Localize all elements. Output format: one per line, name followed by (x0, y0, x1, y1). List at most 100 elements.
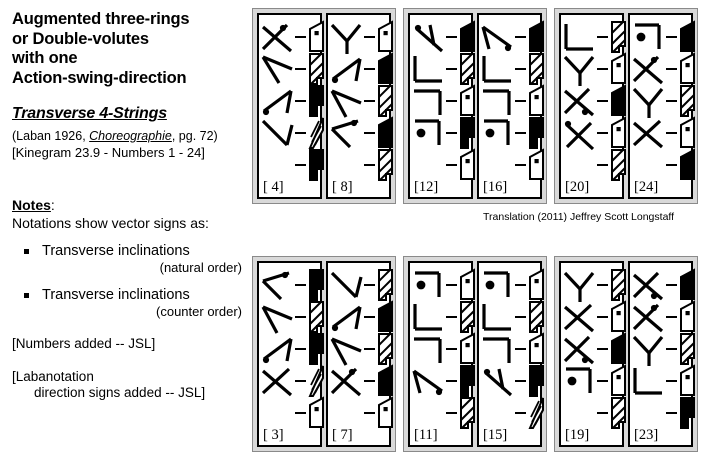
labanotation-direction-sign (377, 332, 394, 366)
notation-panel[interactable]: [ 7] (326, 261, 394, 447)
citation-source: Choreographie (89, 129, 172, 143)
connector-dash (666, 36, 677, 38)
notation-panel[interactable]: [23] (628, 261, 696, 447)
panel-number-label: [ 4] (263, 179, 284, 195)
panel-number-label: [15] (483, 427, 508, 443)
vector-sign (330, 53, 364, 87)
labanotation-direction-sign (679, 300, 696, 334)
connector-dash (364, 164, 375, 166)
labanotation-direction-sign (377, 396, 394, 430)
labanotation-direction-sign (459, 268, 476, 302)
connector-dash (446, 164, 457, 166)
bullet-square-icon (24, 249, 29, 254)
labanotation-direction-sign (377, 300, 394, 334)
notation-panel[interactable]: [20] (559, 13, 626, 199)
labanotation-direction-sign (377, 148, 394, 182)
panel-number-label: [19] (565, 427, 590, 443)
connector-dash (295, 412, 306, 414)
labanotation-direction-sign (308, 52, 325, 86)
panel-number-label: [ 3] (263, 427, 284, 443)
labanotation-direction-sign (528, 396, 545, 430)
connector-dash (364, 36, 375, 38)
connector-dash (515, 316, 526, 318)
connector-dash (515, 100, 526, 102)
panel-number-label: [20] (565, 179, 590, 195)
connector-dash (597, 132, 608, 134)
notation-panel[interactable]: [24] (628, 13, 696, 199)
vector-sign (330, 85, 364, 119)
vector-sign (563, 365, 597, 399)
kinegram-line: [Kinegram 23.9 - Numbers 1 - 24] (12, 145, 205, 160)
panel-number-label: [11] (414, 427, 438, 443)
notation-panel[interactable]: [19] (559, 261, 627, 447)
labanotation-direction-sign (308, 396, 325, 430)
vector-sign (261, 301, 295, 335)
connector-dash (515, 380, 526, 382)
notation-panel[interactable]: [ 8] (326, 13, 394, 199)
labanotation-direction-sign (377, 52, 394, 86)
vector-sign (261, 53, 295, 87)
vector-sign (412, 117, 446, 151)
notation-panel[interactable]: [ 4] (257, 13, 325, 199)
subtitle: Transverse 4-Strings (12, 105, 167, 122)
vector-sign (330, 21, 364, 55)
labanotation-direction-sign (377, 20, 394, 54)
connector-dash (295, 380, 306, 382)
labanotation-direction-sign (528, 364, 545, 398)
vector-sign (481, 21, 515, 55)
list-item: Transverse inclinations (counter order) (12, 287, 248, 319)
notes-bullet-list: Transverse inclinations (natural order) … (12, 243, 248, 319)
panel-number-label: [23] (634, 427, 659, 443)
notation-panel[interactable]: [12] (408, 13, 476, 199)
labanotation-direction-sign (459, 116, 476, 150)
labanotation-direction-sign (610, 332, 627, 366)
tail-note-laban-line1: [Labanotation (12, 369, 94, 384)
vector-sign (632, 365, 666, 399)
bullet-square-icon (24, 293, 29, 298)
labanotation-direction-sign (528, 84, 545, 118)
connector-dash (597, 412, 608, 414)
connector-dash (666, 100, 677, 102)
labanotation-direction-sign (377, 268, 394, 302)
vector-sign (261, 85, 295, 119)
connector-dash (666, 316, 677, 318)
notation-panel[interactable]: [11] (408, 261, 476, 447)
vector-sign (330, 333, 364, 367)
connector-dash (666, 164, 677, 166)
labanotation-direction-sign (679, 20, 696, 54)
labanotation-direction-sign (679, 84, 696, 118)
vector-sign (632, 85, 666, 119)
connector-dash (295, 100, 306, 102)
panel-number-label: [ 8] (332, 179, 353, 195)
connector-dash (446, 380, 457, 382)
vector-sign (261, 365, 295, 399)
notation-panel[interactable]: [ 3] (257, 261, 325, 447)
connector-dash (666, 68, 677, 70)
citation-suffix: , pg. 72) (171, 129, 218, 143)
connector-dash (295, 164, 306, 166)
connector-dash (515, 164, 526, 166)
title-line-4: Action-swing-direction (12, 68, 187, 87)
connector-dash (666, 132, 677, 134)
vector-sign (261, 269, 295, 303)
connector-dash (597, 68, 608, 70)
connector-dash (446, 412, 457, 414)
notation-group: [19] [23] (554, 256, 698, 452)
connector-dash (364, 68, 375, 70)
labanotation-direction-sign (459, 332, 476, 366)
labanotation-direction-sign (528, 116, 545, 150)
vector-sign (632, 53, 666, 87)
panel-number-label: [16] (483, 179, 508, 195)
vector-sign (261, 333, 295, 367)
vector-sign (481, 269, 515, 303)
notation-panel[interactable]: [15] (477, 261, 545, 447)
connector-dash (666, 284, 677, 286)
vector-sign (330, 301, 364, 335)
labanotation-direction-sign (679, 148, 696, 182)
connector-dash (295, 36, 306, 38)
connector-dash (295, 132, 306, 134)
connector-dash (597, 380, 608, 382)
labanotation-direction-sign (459, 396, 476, 430)
notation-panel[interactable]: [16] (477, 13, 545, 199)
labanotation-direction-sign (377, 364, 394, 398)
